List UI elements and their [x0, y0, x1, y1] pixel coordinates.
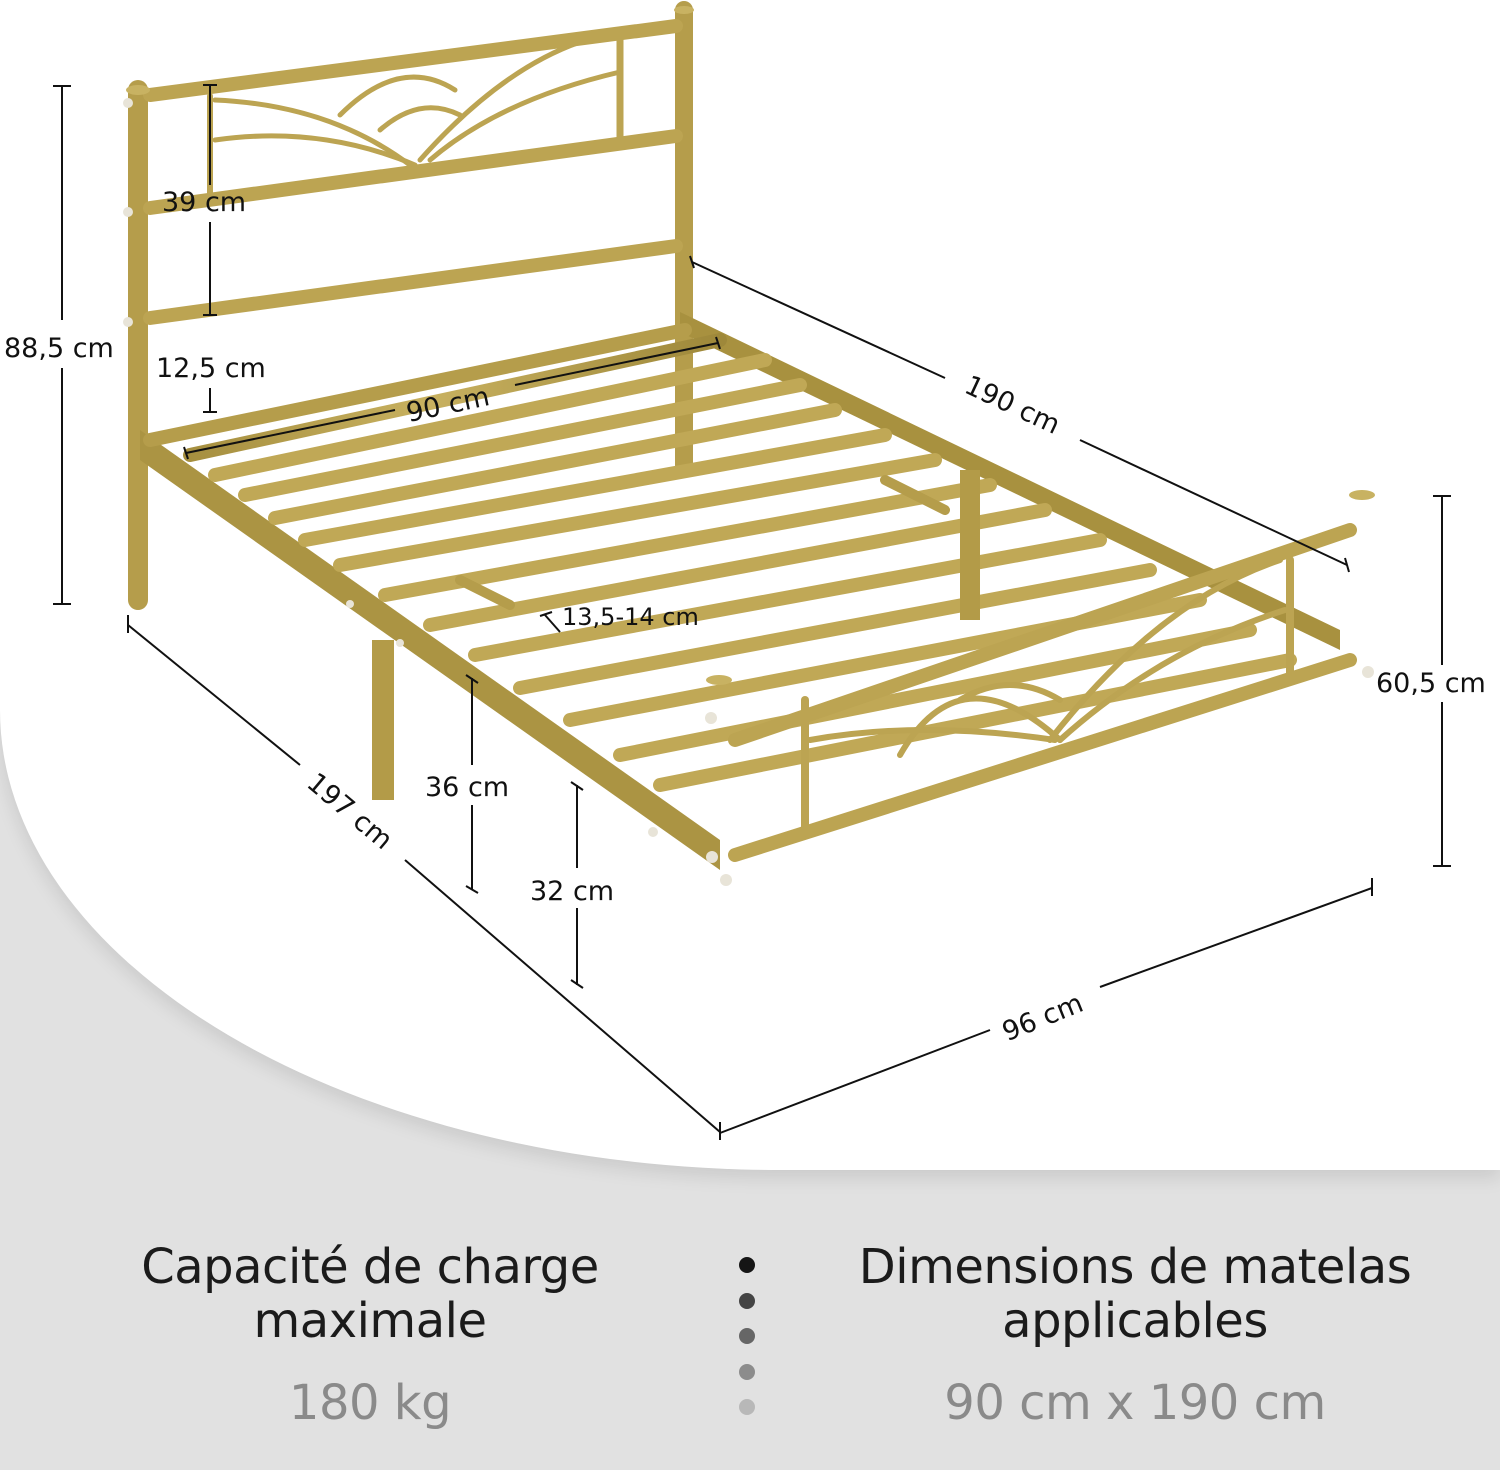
spec-load-capacity-value: 180 kg — [288, 1375, 452, 1431]
bed-dimension-diagram: 88,5 cm 39 cm 12,5 cm 90 cm 190 cm 13,5-… — [4, 1, 1486, 1140]
separator-dot-icon — [739, 1363, 755, 1380]
separator-dot-icon — [739, 1399, 755, 1415]
dim-label-inner-length: 190 cm — [960, 370, 1065, 441]
spec-load-capacity: Capacité de charge maximale 180 kg — [60, 1240, 680, 1430]
separator-dots — [737, 1257, 757, 1435]
separator-dot-icon — [739, 1328, 755, 1344]
spec-mattress-size: Dimensions de matelas applicables 90 cm … — [790, 1240, 1480, 1430]
spec-mattress-size-title-line1: Dimensions de matelas — [858, 1239, 1412, 1295]
dim-label-total-width: 96 cm — [998, 988, 1088, 1048]
spec-mattress-size-title-line2: applicables — [1002, 1293, 1268, 1349]
dim-label-total-headboard-height: 88,5 cm — [4, 333, 114, 364]
spec-mattress-size-title: Dimensions de matelas applicables — [790, 1240, 1480, 1348]
dimension-lines — [53, 84, 1451, 1140]
dim-label-slat-spacing: 13,5-14 cm — [562, 603, 699, 631]
spec-load-capacity-title-line2: maximale — [253, 1293, 487, 1349]
bed-frame — [123, 1, 1375, 1107]
separator-dot-icon — [739, 1292, 755, 1309]
dim-label-under-bed-clearance: 32 cm — [530, 876, 614, 907]
dim-label-footboard-height: 60,5 cm — [1376, 668, 1486, 699]
spec-mattress-size-value: 90 cm x 190 cm — [944, 1375, 1326, 1431]
spec-load-capacity-title-line1: Capacité de charge — [141, 1239, 599, 1295]
spec-load-capacity-title: Capacité de charge maximale — [60, 1240, 680, 1348]
dim-label-headboard-panel-height: 39 cm — [162, 187, 246, 218]
dim-label-headboard-gap: 12,5 cm — [156, 353, 266, 384]
dim-label-frame-top-height: 36 cm — [425, 772, 509, 803]
separator-dot-icon — [739, 1257, 755, 1273]
